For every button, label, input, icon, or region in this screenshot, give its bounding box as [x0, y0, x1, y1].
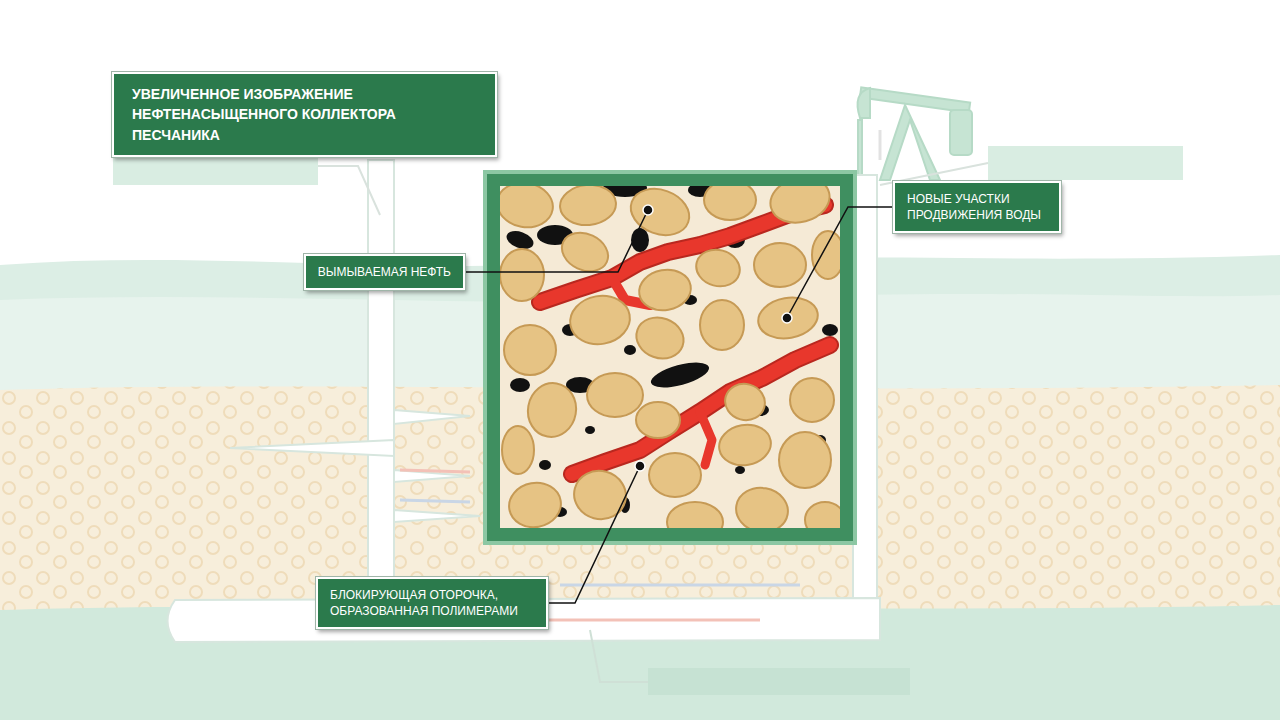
callout-text: БЛОКИРУЮЩАЯ ОТОРОЧКА, ОБРАЗОВАННАЯ ПОЛИМ… — [330, 587, 534, 619]
faded-leader — [318, 166, 380, 215]
sandstone-pores — [500, 186, 840, 528]
callout-text: ВЫМЫВАЕМАЯ НЕФТЬ — [318, 264, 451, 280]
leader-line — [465, 214, 646, 272]
leader-line — [548, 470, 638, 603]
magnifier-frame — [487, 174, 853, 541]
callout-box: БЛОКИРУЮЩАЯ ОТОРОЧКА, ОБРАЗОВАННАЯ ПОЛИМ… — [316, 577, 548, 629]
title-banner: УВЕЛИЧЕННОЕ ИЗОБРАЖЕНИЕ НЕФТЕНАСЫЩЕННОГО… — [112, 72, 497, 157]
leader-lines — [465, 207, 893, 603]
polymer-streaks — [540, 205, 830, 474]
sand-grains — [500, 186, 840, 528]
faded-leader — [590, 630, 648, 682]
well-pipes — [168, 160, 881, 642]
faded-label-box — [988, 146, 1183, 180]
leader-dot — [782, 313, 792, 323]
callout-text: НОВЫЕ УЧАСТКИ ПРОДВИЖЕНИЯ ВОДЫ — [907, 191, 1047, 223]
leader-dots — [635, 205, 792, 471]
faded-label-box — [648, 668, 910, 695]
leader-dot — [643, 205, 653, 215]
pump-jack — [858, 87, 972, 180]
magnifier-frame-outer — [483, 170, 857, 545]
callout-box: ВЫМЫВАЕМАЯ НЕФТЬ — [304, 254, 465, 290]
flow-arrows — [400, 130, 880, 620]
callout-box: НОВЫЕ УЧАСТКИ ПРОДВИЖЕНИЯ ВОДЫ — [893, 181, 1061, 233]
title-text: УВЕЛИЧЕННОЕ ИЗОБРАЖЕНИЕ НЕФТЕНАСЫЩЕННОГО… — [132, 84, 477, 145]
oil-droplets — [504, 186, 838, 517]
leader-line — [789, 207, 893, 314]
leader-dot — [635, 461, 645, 471]
